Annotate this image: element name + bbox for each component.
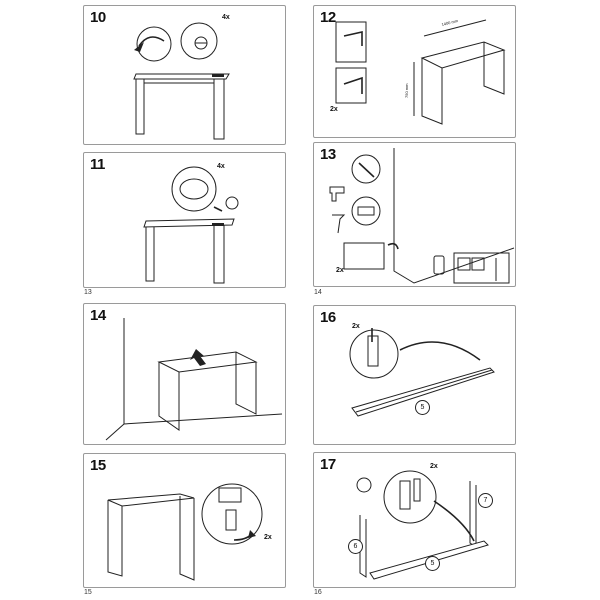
step-panel-15: 15 2x bbox=[83, 453, 286, 588]
part-number-callout: 6 bbox=[348, 539, 363, 554]
arrow-icon bbox=[134, 42, 144, 52]
quantity-label: 2x bbox=[264, 534, 272, 541]
table-top bbox=[133, 73, 230, 80]
quantity-label: 2x bbox=[330, 106, 338, 113]
part-number-callout: 5 bbox=[415, 400, 430, 415]
step-number: 10 bbox=[90, 9, 106, 26]
hand-icon bbox=[225, 196, 239, 210]
screw-icon bbox=[351, 154, 381, 184]
arrow-icon bbox=[190, 349, 206, 366]
step-12-illustration: 1400 mm 750 mm bbox=[335, 18, 506, 125]
quantity-label: 4x bbox=[217, 163, 225, 170]
drill-icon bbox=[329, 186, 345, 202]
part-number-callout: 5 bbox=[425, 556, 440, 571]
arrow-icon bbox=[248, 530, 256, 538]
hammer-icon bbox=[332, 214, 346, 234]
step-panel-12: 12 2x 1400 mm 750 mm bbox=[313, 5, 516, 138]
step-number: 13 bbox=[320, 146, 336, 163]
detail-circle bbox=[136, 26, 172, 62]
step-panel-11: 11 4x bbox=[83, 152, 286, 288]
table-leg-left bbox=[135, 79, 145, 135]
detail-circle bbox=[349, 329, 399, 379]
quantity-label: 4x bbox=[222, 14, 230, 21]
quantity-label: 2x bbox=[430, 463, 438, 470]
detail-circle bbox=[201, 483, 263, 545]
wall-anchor-icon bbox=[343, 242, 385, 270]
dimension-line bbox=[423, 19, 487, 37]
arrow-icon bbox=[387, 242, 399, 250]
quantity-label: 2x bbox=[352, 323, 360, 330]
rail-detail bbox=[212, 74, 224, 77]
table-side bbox=[421, 58, 443, 125]
width-dimension: 1400 mm bbox=[441, 18, 459, 27]
step-panel-14: 14 bbox=[83, 303, 286, 445]
hand-icon bbox=[356, 477, 372, 493]
table-top bbox=[157, 351, 258, 373]
detail-circle bbox=[383, 470, 437, 524]
page-number: 15 bbox=[84, 589, 92, 596]
step-panel-16: 16 2x 5 bbox=[313, 305, 516, 445]
table-top bbox=[420, 41, 506, 69]
pointer-line bbox=[433, 500, 475, 542]
step-14-illustration bbox=[105, 318, 283, 441]
wall-corner bbox=[105, 318, 125, 441]
step-16-illustration bbox=[349, 328, 495, 417]
detail-circle bbox=[180, 22, 218, 60]
step-number: 15 bbox=[90, 457, 106, 474]
part-number-callout: 7 bbox=[478, 493, 493, 508]
detail-circle bbox=[171, 166, 217, 212]
step-10-illustration bbox=[133, 22, 230, 140]
table-leg-right bbox=[213, 79, 225, 140]
step-number: 14 bbox=[90, 307, 106, 324]
step-17-illustration bbox=[356, 470, 489, 580]
page-number: 16 bbox=[314, 589, 322, 596]
step-panel-10: 10 4x bbox=[83, 5, 286, 145]
wall-corner bbox=[393, 148, 515, 284]
step-13-illustration bbox=[329, 148, 515, 284]
side-panel-right bbox=[469, 481, 477, 548]
table-top bbox=[143, 218, 235, 228]
legend-box bbox=[453, 252, 510, 284]
step-number: 12 bbox=[320, 9, 336, 26]
step-panel-17: 17 2x 6 7 5 bbox=[313, 452, 516, 588]
detail-box bbox=[335, 21, 367, 63]
page-number: 13 bbox=[84, 289, 92, 296]
table-top bbox=[107, 493, 195, 507]
page-number: 14 bbox=[314, 289, 322, 296]
height-dimension: 750 mm bbox=[404, 83, 409, 98]
step-11-illustration bbox=[143, 166, 239, 284]
step-number: 11 bbox=[90, 156, 105, 173]
step-number: 17 bbox=[320, 456, 336, 473]
quantity-label: 2x bbox=[336, 267, 344, 274]
detail-box bbox=[335, 67, 367, 104]
rotate-arrow-icon bbox=[138, 36, 165, 47]
pointer-line bbox=[399, 341, 481, 361]
step-15-illustration bbox=[107, 483, 263, 581]
step-number: 16 bbox=[320, 309, 336, 326]
step-panel-13: 13 2x bbox=[313, 142, 516, 287]
leveler-icon bbox=[367, 335, 379, 367]
dowel-icon bbox=[351, 196, 381, 226]
